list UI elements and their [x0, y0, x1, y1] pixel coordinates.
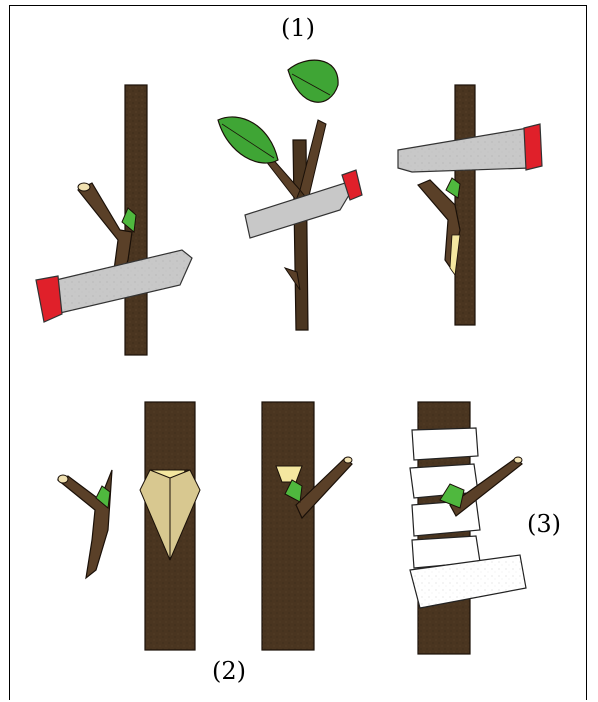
knife-icon — [36, 250, 192, 322]
stem-icon — [140, 402, 200, 650]
panel-2c — [262, 402, 352, 650]
leaf-icon — [288, 60, 338, 102]
panel-2b — [140, 402, 200, 650]
leaf-icon — [218, 117, 278, 163]
panel-3 — [410, 402, 526, 654]
stem-icon — [455, 85, 475, 325]
scion-icon — [58, 470, 112, 578]
tape-icon — [410, 428, 526, 608]
stem-icon — [262, 402, 314, 650]
panel-1c — [398, 85, 542, 325]
panel-1b — [218, 60, 362, 330]
panel-2a — [58, 470, 112, 578]
panel-1a — [36, 85, 192, 355]
